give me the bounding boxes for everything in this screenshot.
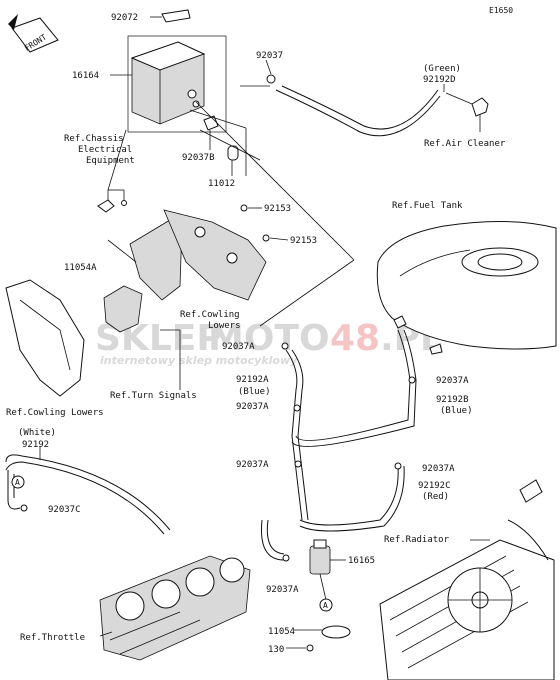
label-92192A: 92192A xyxy=(236,375,269,385)
label-ref-chassis-2: Electrical xyxy=(78,145,132,155)
hose-routing xyxy=(195,85,417,561)
label-11054A: 11054A xyxy=(64,263,97,273)
air-cleaner-fitting xyxy=(471,97,489,117)
label-ref-cowling-2: Lowers xyxy=(208,321,241,331)
label-92192D: 92192D xyxy=(423,75,456,85)
label-92037A-r2: 92037A xyxy=(422,464,455,474)
diagram-code: E1650 xyxy=(489,6,513,15)
label-130: 130 xyxy=(268,645,284,655)
label-92037: 92037 xyxy=(256,51,283,61)
label-92037A-1: 92037A xyxy=(222,342,255,352)
label-red: (Red) xyxy=(422,492,449,502)
clamp-92037C xyxy=(20,504,28,512)
clamp-11054 xyxy=(321,625,351,639)
front-arrow: FRONT xyxy=(8,14,59,53)
label-16164: 16164 xyxy=(72,71,99,81)
fuel-tank xyxy=(376,220,557,355)
clamp-92037A-2 xyxy=(293,404,301,412)
label-92072: 92072 xyxy=(111,13,138,23)
watermark: SKLEP MOTO 48 .PL internetowy sklep moto… xyxy=(95,318,443,367)
label-blue-b: (Blue) xyxy=(440,406,473,416)
marker-a-bottom xyxy=(319,598,333,612)
label-ref-throttle: Ref.Throttle xyxy=(20,633,85,643)
band-92072 xyxy=(161,9,191,23)
throttle-bodies xyxy=(99,555,251,661)
label-green: (Green) xyxy=(423,64,461,74)
watermark-brand-c: 48 xyxy=(330,318,380,359)
label-ref-turn-signals: Ref.Turn Signals xyxy=(110,391,197,401)
label-92192C: 92192C xyxy=(418,481,451,491)
label-11054: 11054 xyxy=(268,627,295,637)
marker-a-left xyxy=(11,475,25,489)
label-92192B: 92192B xyxy=(436,395,469,405)
label-92037A-r1: 92037A xyxy=(436,376,469,386)
bolt-130 xyxy=(306,644,314,652)
label-92037B: 92037B xyxy=(182,153,215,163)
bolt-92153-b xyxy=(262,234,270,242)
clamp-92037 xyxy=(266,74,276,84)
label-blue-a: (Blue) xyxy=(238,387,271,397)
marker-a-left-text: A xyxy=(15,478,20,487)
label-92037A-3: 92037A xyxy=(236,460,269,470)
radiator xyxy=(379,479,555,680)
cap-11012 xyxy=(227,145,239,161)
valve-16165 xyxy=(282,539,346,612)
watermark-subtitle: internetowy sklep motocyklowy xyxy=(100,354,298,367)
label-92153-b: 92153 xyxy=(290,236,317,246)
tank-fitting xyxy=(393,315,407,329)
canister-assembly xyxy=(107,9,276,191)
label-16165: 16165 xyxy=(348,556,375,566)
label-92037C: 92037C xyxy=(48,505,81,515)
label-ref-fuel-tank: Ref.Fuel Tank xyxy=(392,201,463,211)
cowling-lower xyxy=(5,279,85,397)
label-ref-chassis-1: Ref.Chassis xyxy=(64,134,124,144)
label-ref-chassis-3: Equipment xyxy=(86,156,135,166)
label-92037A-4: 92037A xyxy=(266,585,299,595)
label-92037A-2: 92037A xyxy=(236,402,269,412)
marker-a-bottom-text: A xyxy=(323,601,328,610)
label-ref-cowling-1: Ref.Cowling xyxy=(180,310,240,320)
clamp-92037A-3 xyxy=(294,460,302,468)
bolt-92153-a xyxy=(240,204,248,212)
chassis-connector xyxy=(97,199,115,213)
label-92192: 92192 xyxy=(22,440,49,450)
bracket-plate xyxy=(163,209,267,301)
label-ref-air-cleaner: Ref.Air Cleaner xyxy=(424,139,506,149)
clamp-92037B xyxy=(203,115,219,131)
label-11012: 11012 xyxy=(208,179,235,189)
watermark-brand-b: MOTO xyxy=(208,318,330,359)
label-ref-cowling-lowers: Ref.Cowling Lowers xyxy=(6,408,104,418)
bracket-assembly xyxy=(97,189,289,390)
label-white: (White) xyxy=(18,428,56,438)
hose-92192 xyxy=(5,446,171,535)
hose-92192D xyxy=(275,84,489,137)
label-ref-radiator: Ref.Radiator xyxy=(384,535,450,545)
label-92153-a: 92153 xyxy=(264,204,291,214)
turn-signal-bracket xyxy=(103,285,143,333)
